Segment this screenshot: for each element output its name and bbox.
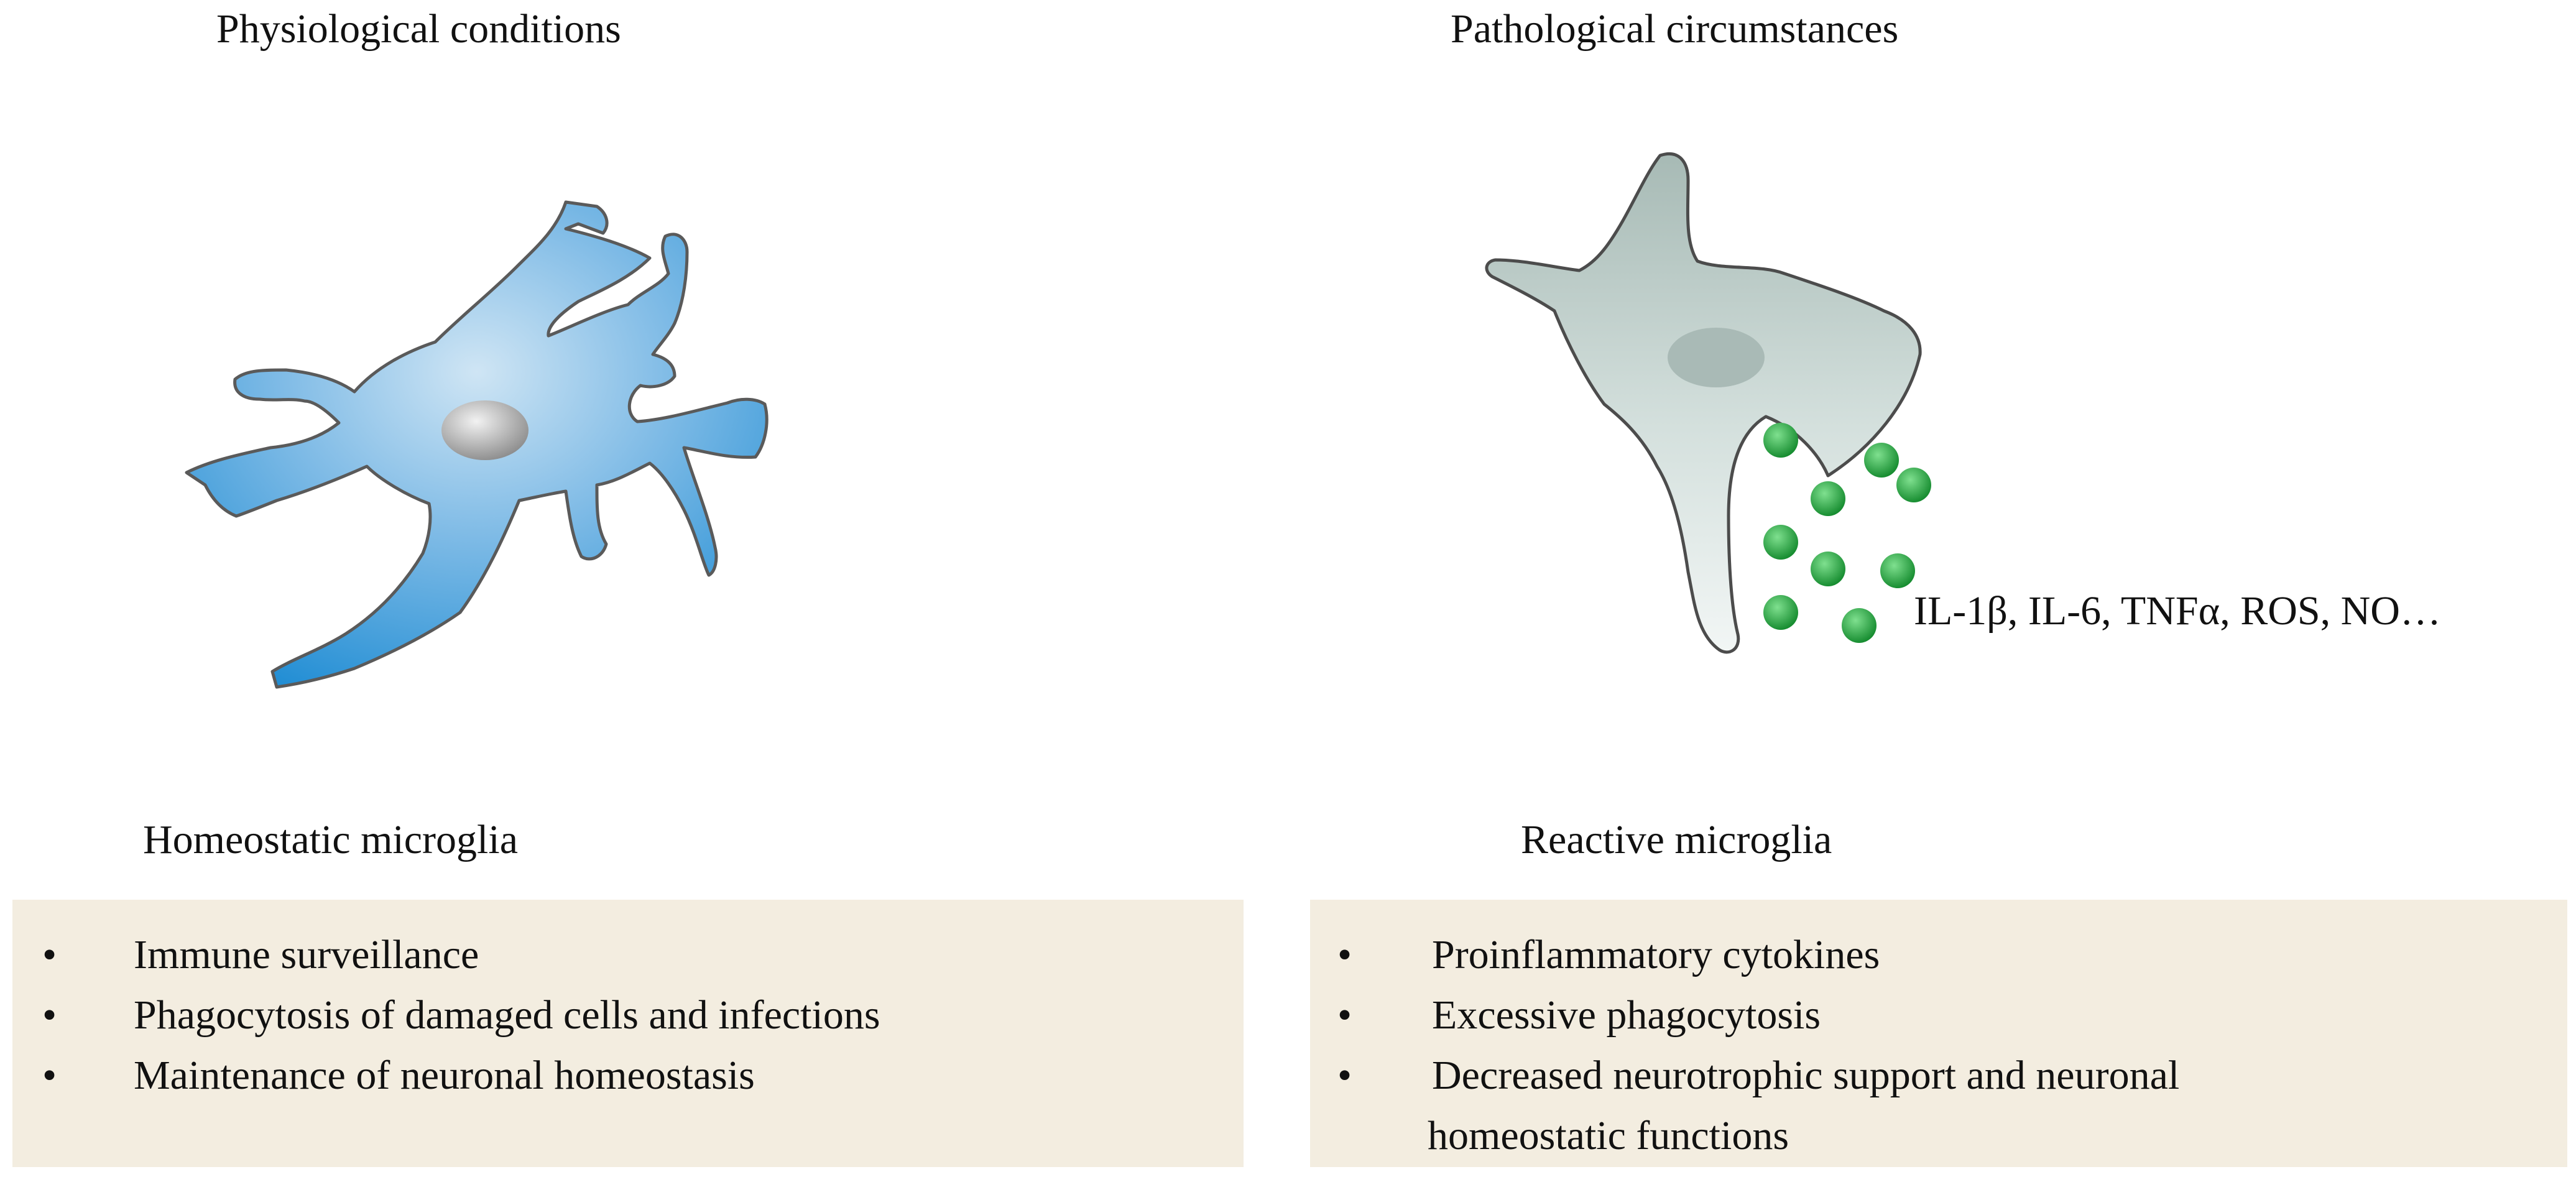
- homeostatic-microglia-caption: Homeostatic microglia: [143, 817, 518, 862]
- list-item-line: Decreased neurotrophic support and neuro…: [1432, 1053, 2180, 1098]
- list-item: Excessive phagocytosis: [1310, 985, 2567, 1045]
- list-item: Phagocytosis of damaged cells and infect…: [12, 985, 1244, 1045]
- list-item: Immune surveillance: [12, 925, 1244, 985]
- physiological-conditions-heading: Physiological conditions: [216, 6, 621, 52]
- cytokine-list-label: IL-1β, IL-6, TNFα, ROS, NO…: [1914, 588, 2441, 634]
- list-item: Proinflammatory cytokines: [1310, 925, 2567, 985]
- cytokine-granule: [1763, 525, 1798, 560]
- cytokine-granule: [1763, 595, 1798, 630]
- pathological-circumstances-heading: Pathological circumstances: [1451, 6, 1899, 52]
- reactive-cell-body: [1485, 152, 1922, 654]
- reactive-microglia-caption: Reactive microglia: [1521, 817, 1832, 862]
- list-item: Maintenance of neuronal homeostasis: [12, 1045, 1244, 1106]
- reactive-microglia-illustration: [1485, 152, 1931, 654]
- list-item-continuation: homeostatic functions: [1428, 1113, 1789, 1158]
- homeostatic-cell-nucleus: [441, 400, 529, 460]
- list-item: Decreased neurotrophic support and neuro…: [1310, 1045, 2567, 1166]
- cytokine-granule: [1811, 552, 1845, 586]
- reactive-functions-list: Proinflammatory cytokines Excessive phag…: [1310, 925, 2567, 1166]
- homeostatic-functions-panel: Immune surveillance Phagocytosis of dama…: [12, 900, 1244, 1167]
- reactive-cell-nucleus: [1668, 328, 1765, 387]
- cytokine-granule: [1864, 443, 1899, 478]
- cytokine-granule: [1842, 608, 1877, 643]
- homeostatic-functions-list: Immune surveillance Phagocytosis of dama…: [12, 925, 1244, 1106]
- cytokine-granule: [1811, 481, 1845, 516]
- cytokine-granule: [1896, 468, 1931, 502]
- cytokine-granule: [1763, 423, 1798, 458]
- homeostatic-microglia-illustration: [185, 200, 769, 689]
- reactive-functions-panel: Proinflammatory cytokines Excessive phag…: [1310, 900, 2567, 1167]
- cytokine-granule: [1880, 553, 1915, 588]
